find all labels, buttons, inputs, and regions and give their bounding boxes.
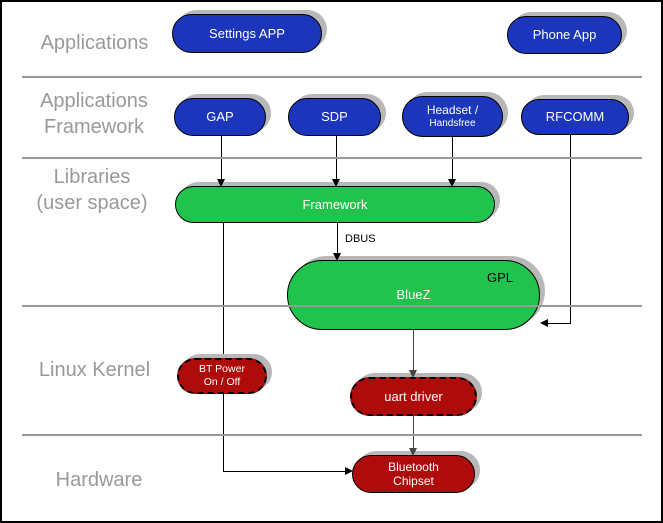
edge-gap-to-framework <box>221 135 222 186</box>
node-headset-handsfree: Headset / Handsfree <box>402 96 503 137</box>
layer-label-line: Hardware <box>55 469 143 491</box>
node-bt-power: BT Power On / Off <box>177 358 267 394</box>
edge-framework-to-chipset-vertical <box>223 222 224 472</box>
edge-headset-to-framework <box>452 135 453 186</box>
node-uart-driver: uart driver <box>350 377 477 416</box>
layer-label-linux-kernel: Linux Kernel <box>22 357 167 383</box>
arrowhead-bluez-uart <box>409 370 417 378</box>
layer-label-libraries-user-space: Libraries (user space) <box>17 164 167 216</box>
edge-rfcomm-to-bluez-vertical <box>570 134 571 324</box>
node-label: SDP <box>321 109 348 125</box>
layer-label-line: Linux Kernel <box>38 359 151 381</box>
node-label: Framework <box>302 196 368 212</box>
layer-label-applications: Applications <box>27 30 162 56</box>
separator-framework <box>22 157 642 159</box>
arrowhead-rfcomm-into-bluez <box>540 319 548 327</box>
separator-libraries <box>22 305 642 307</box>
arrowhead-into-chipset-left <box>345 467 353 475</box>
edge-uart-to-chipset <box>413 415 414 449</box>
dbus-edge-label: DBUS <box>345 233 376 245</box>
node-label-line2: Handsfree <box>429 117 476 129</box>
separator-kernel <box>22 434 642 436</box>
layer-label-line: Libraries <box>53 166 131 188</box>
node-label: GAP <box>206 109 234 125</box>
arrowhead-gap-framework <box>217 179 225 187</box>
node-gap: GAP <box>174 98 266 136</box>
edge-framework-to-bluez-dbus <box>337 222 338 260</box>
node-label: uart driver <box>384 388 443 404</box>
node-phone-app: Phone App <box>507 16 622 54</box>
node-label-line2: Chipset <box>393 474 434 488</box>
node-label: RFCOMM <box>545 109 605 125</box>
node-label-line1: Bluetooth <box>388 459 439 474</box>
edge-rfcomm-to-bluez-horizontal <box>547 323 571 324</box>
layer-label-line: Framework <box>43 116 144 138</box>
node-rfcomm: RFCOMM <box>521 99 629 135</box>
arrowhead-headset-framework <box>448 179 456 187</box>
node-sdp: SDP <box>288 98 381 136</box>
separator-applications <box>22 76 642 78</box>
node-label-line2: On / Off <box>203 376 241 388</box>
node-bluez: BlueZ GPL <box>287 260 540 330</box>
edge-sdp-to-framework <box>336 135 337 186</box>
arrowhead-dbus-bluez <box>333 253 341 261</box>
gpl-badge: GPL <box>486 270 513 285</box>
edge-framework-to-chipset-horizontal <box>223 471 346 472</box>
layer-label-line: Applications <box>40 90 148 112</box>
layer-label-line: Applications <box>40 32 149 54</box>
layer-label-hardware: Hardware <box>40 467 158 493</box>
layer-label-applications-framework: Applications Framework <box>24 88 164 140</box>
node-framework: Framework <box>175 186 495 223</box>
arrowhead-uart-chipset <box>409 448 417 456</box>
node-label: Settings APP <box>209 25 285 41</box>
layer-label-line: (user space) <box>36 192 148 214</box>
node-label: Phone App <box>532 27 597 43</box>
arrowhead-sdp-framework <box>332 179 340 187</box>
node-label-line1: Headset / <box>426 103 479 118</box>
edge-bluez-to-uart <box>413 330 414 371</box>
node-settings-app: Settings APP <box>172 14 322 53</box>
node-bluetooth-chipset: Bluetooth Chipset <box>352 455 475 493</box>
node-label: BlueZ <box>396 287 431 303</box>
node-label-line1: BT Power <box>199 363 245 376</box>
